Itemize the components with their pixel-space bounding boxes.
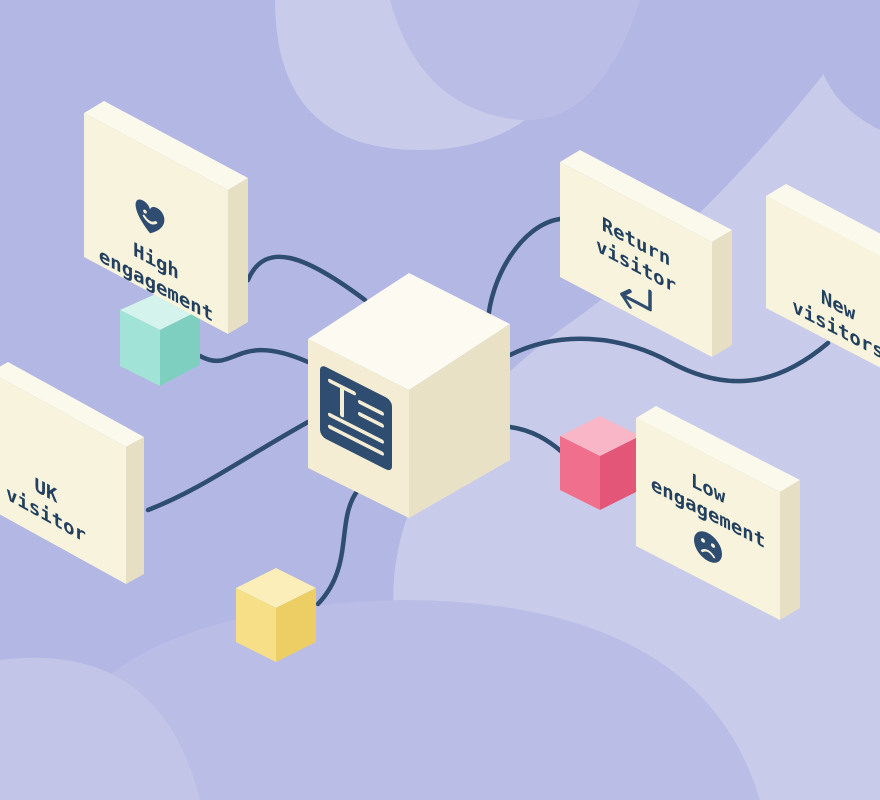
pink-cube-side: [600, 436, 640, 510]
connectors: [145, 216, 831, 607]
connector-high-engagement: [245, 254, 368, 303]
connector-new-visitors: [507, 336, 831, 384]
card-uk-visitor: UK visitor: [0, 362, 144, 584]
pink-cube: [560, 416, 640, 510]
card-front: [560, 162, 712, 357]
card-side: [712, 230, 732, 357]
card-side: [228, 178, 248, 334]
connector-return-visitor: [485, 216, 563, 325]
card-low-engagement: Low engagement: [636, 406, 800, 620]
mint-cube-side: [160, 310, 200, 386]
card-side: [126, 437, 144, 584]
pink-cube-front: [560, 436, 600, 510]
background-bottom-arc: [40, 600, 760, 800]
card-return-visitor: Return visitor: [560, 150, 732, 357]
sad-face-icon: [694, 531, 722, 563]
background-corner-arc: [816, 0, 880, 130]
heart-smile-icon: [135, 199, 165, 234]
text-document-icon-tile: [320, 366, 392, 471]
hub-cube: [308, 273, 510, 518]
card-top: [766, 184, 880, 256]
connector-yellow-cube: [315, 487, 361, 607]
card-top: [636, 406, 800, 492]
text-document-icon: [320, 366, 392, 471]
yellow-cube: [236, 568, 316, 662]
card-high-engagement: High engagement: [84, 101, 248, 334]
card-front: [636, 418, 780, 620]
card-top: [560, 150, 732, 242]
background-bottom-left-arc: [0, 657, 200, 800]
text-document-icon-glyph: [328, 378, 384, 456]
card-top: [0, 362, 144, 447]
yellow-cube-side: [276, 588, 316, 662]
card-front: [766, 196, 880, 368]
card-side: [780, 480, 800, 620]
connector-pink-cube: [507, 424, 565, 455]
background-top-arc-inner: [390, 0, 640, 121]
hub-cube-side: [409, 324, 510, 518]
connector-uk-visitor: [145, 419, 311, 513]
connector-mint-cube: [197, 347, 311, 365]
card-front: [0, 377, 126, 584]
mint-cube-front: [120, 310, 160, 386]
yellow-cube-front: [236, 588, 276, 662]
hub-cube-top: [308, 273, 510, 390]
card-top: [84, 101, 248, 190]
return-arrow-icon: [620, 288, 652, 312]
